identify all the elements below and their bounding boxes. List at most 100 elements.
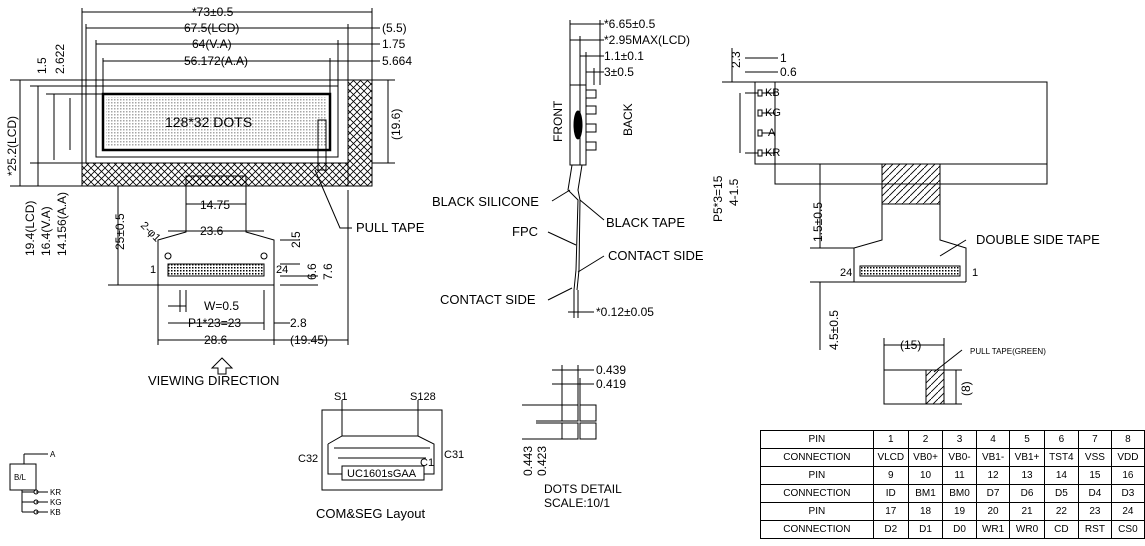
com-seg-layout [321,400,443,491]
pin-cell: 22 [1043,502,1080,521]
dim-73: *73±0.5 [192,5,234,19]
dim-2-phi1: 2-φ1 [138,220,163,245]
lead-kg: KG [765,107,781,119]
com-seg-text: S1 S128 C32 C1 C31 UC1601sGAA COM&SEG La… [298,391,464,521]
dim-7-6: 7.6 [321,263,335,280]
back-view [722,48,1048,350]
backlight-schematic [9,453,48,515]
dim-19-6: (19.6) [389,109,403,140]
conn-cell: WR1 [975,520,1011,539]
dim-2-622: 2.622 [53,44,67,74]
dim-14-75: 14.75 [200,198,230,212]
dots-detail [522,365,597,440]
dim-1-5-0-5: 1.5±0.5 [811,202,825,242]
dots-detail-scale: SCALE:10/1 [544,496,610,510]
contact-side-left: CONTACT SIDE [440,292,536,307]
conn-cell: VB0+ [907,448,944,467]
conn-cell: VB1- [975,448,1011,467]
pin-cell: 3 [942,430,977,449]
table-row: CONNECTION D2 D1 D0 WR1 WR0 CD RST CS0 [760,520,1145,539]
side-view-text: *6.65±0.5 *2.95MAX(LCD) 1.1±0.1 3±0.5 *0… [432,17,704,319]
side-view [547,20,605,318]
conn-cell: D6 [1009,484,1045,503]
dim-p5: P5*3=15 [711,175,725,222]
connection-header: CONNECTION [760,448,874,467]
bl-pin-kb: KB [50,508,61,517]
pin-cell: 8 [1110,430,1145,449]
pull-tape-label: PULL TAPE [356,220,425,235]
dim-0-419: 0.419 [596,377,626,391]
conn-cell: RST [1078,520,1112,539]
dim-3: 3±0.5 [604,65,634,79]
bl-pin-kg: KG [50,498,62,507]
dim-2-3: 2.3 [729,51,743,68]
dim-6-65: *6.65±0.5 [604,17,656,31]
dim-25: 25±0.5 [113,213,127,250]
seg-s128: S128 [410,391,436,403]
dim-19-4-lcd: 19.4(LCD) [23,201,37,256]
table-row: PIN 17 18 19 20 21 22 23 24 [760,502,1145,521]
dim-5-5: (5.5) [382,21,407,35]
dim-28-6: 28.6 [204,333,228,347]
seg-s1: S1 [334,391,347,403]
dim-2-8: 2.8 [290,316,307,330]
ic-label: UC1601sGAA [347,468,417,480]
conn-cell: VB0- [942,448,977,467]
pin-cell: 2 [907,430,944,449]
pin-cell: 14 [1043,466,1080,485]
conn-cell: VDD [1110,448,1145,467]
pin-cell: 5 [1009,430,1045,449]
lead-kr: KR [765,147,780,159]
pin-cell: 19 [942,502,977,521]
pin-cell: 15 [1078,466,1112,485]
dim-0-423: 0.423 [535,446,549,476]
front-view-text: *73±0.5 67.5(LCD) 64(V.A) 56.172(A.A) (5… [5,5,425,388]
conn-cell: D4 [1078,484,1112,503]
fpc-pin-1: 1 [150,264,156,276]
pin-cell: 9 [872,466,909,485]
contact-side-right: CONTACT SIDE [608,248,704,263]
dim-0-6: 0.6 [780,65,797,79]
dim-6-6: 6.6 [305,263,319,280]
pin-cell: 4 [975,430,1011,449]
pin-cell: 7 [1078,430,1112,449]
dim-0-443: 0.443 [521,446,535,476]
viewing-direction: VIEWING DIRECTION [148,373,279,388]
conn-cell: VB1+ [1009,448,1045,467]
conn-cell: CS0 [1110,520,1145,539]
back-view-text: 2.3 1 0.6 P5*3=15 4-1.5 1.5±0.5 4.5±0.5 … [711,51,1100,350]
table-row: CONNECTION ID BM1 BM0 D7 D6 D5 D4 D3 [760,484,1145,503]
pin-cell: 13 [1009,466,1045,485]
pull-tape-text: (15) (8) PULL TAPE(GREEN) [900,338,1046,396]
conn-cell: VLCD [872,448,909,467]
conn-cell: BM1 [907,484,944,503]
pin-cell: 10 [907,466,944,485]
com-c31: C31 [444,449,464,461]
connection-header: CONNECTION [760,520,874,539]
pin-header: PIN [760,430,874,449]
pull-tape-green: PULL TAPE(GREEN) [970,347,1046,356]
dim-1-1: 1.1±0.1 [604,49,644,63]
dim-5-664: 5.664 [382,54,412,68]
pin-cell: 17 [872,502,909,521]
fpc-pin-24: 24 [276,264,288,276]
com-seg-caption: COM&SEG Layout [316,506,425,521]
back-fpc-pin-24: 24 [840,267,852,279]
dim-16-4-va: 16.4(V.A) [39,206,53,256]
conn-cell: VSS [1078,448,1112,467]
dim-0-12: *0.12±0.05 [596,305,654,319]
conn-cell: CD [1043,520,1080,539]
back-fpc-pin-1: 1 [972,267,978,279]
black-tape-label: BLACK TAPE [606,215,685,230]
bl-pin-kr: KR [50,488,61,497]
dim-15: (15) [900,338,921,352]
conn-cell: ID [872,484,909,503]
dots-label: 128*32 DOTS [165,114,252,130]
dim-4-5-0-5: 4.5±0.5 [827,310,841,350]
fpc-label: FPC [512,224,538,239]
front-label: FRONT [551,100,565,142]
table-row: PIN 9 10 11 12 13 14 15 16 [760,466,1145,485]
pin-cell: 11 [942,466,977,485]
conn-cell: BM0 [942,484,977,503]
